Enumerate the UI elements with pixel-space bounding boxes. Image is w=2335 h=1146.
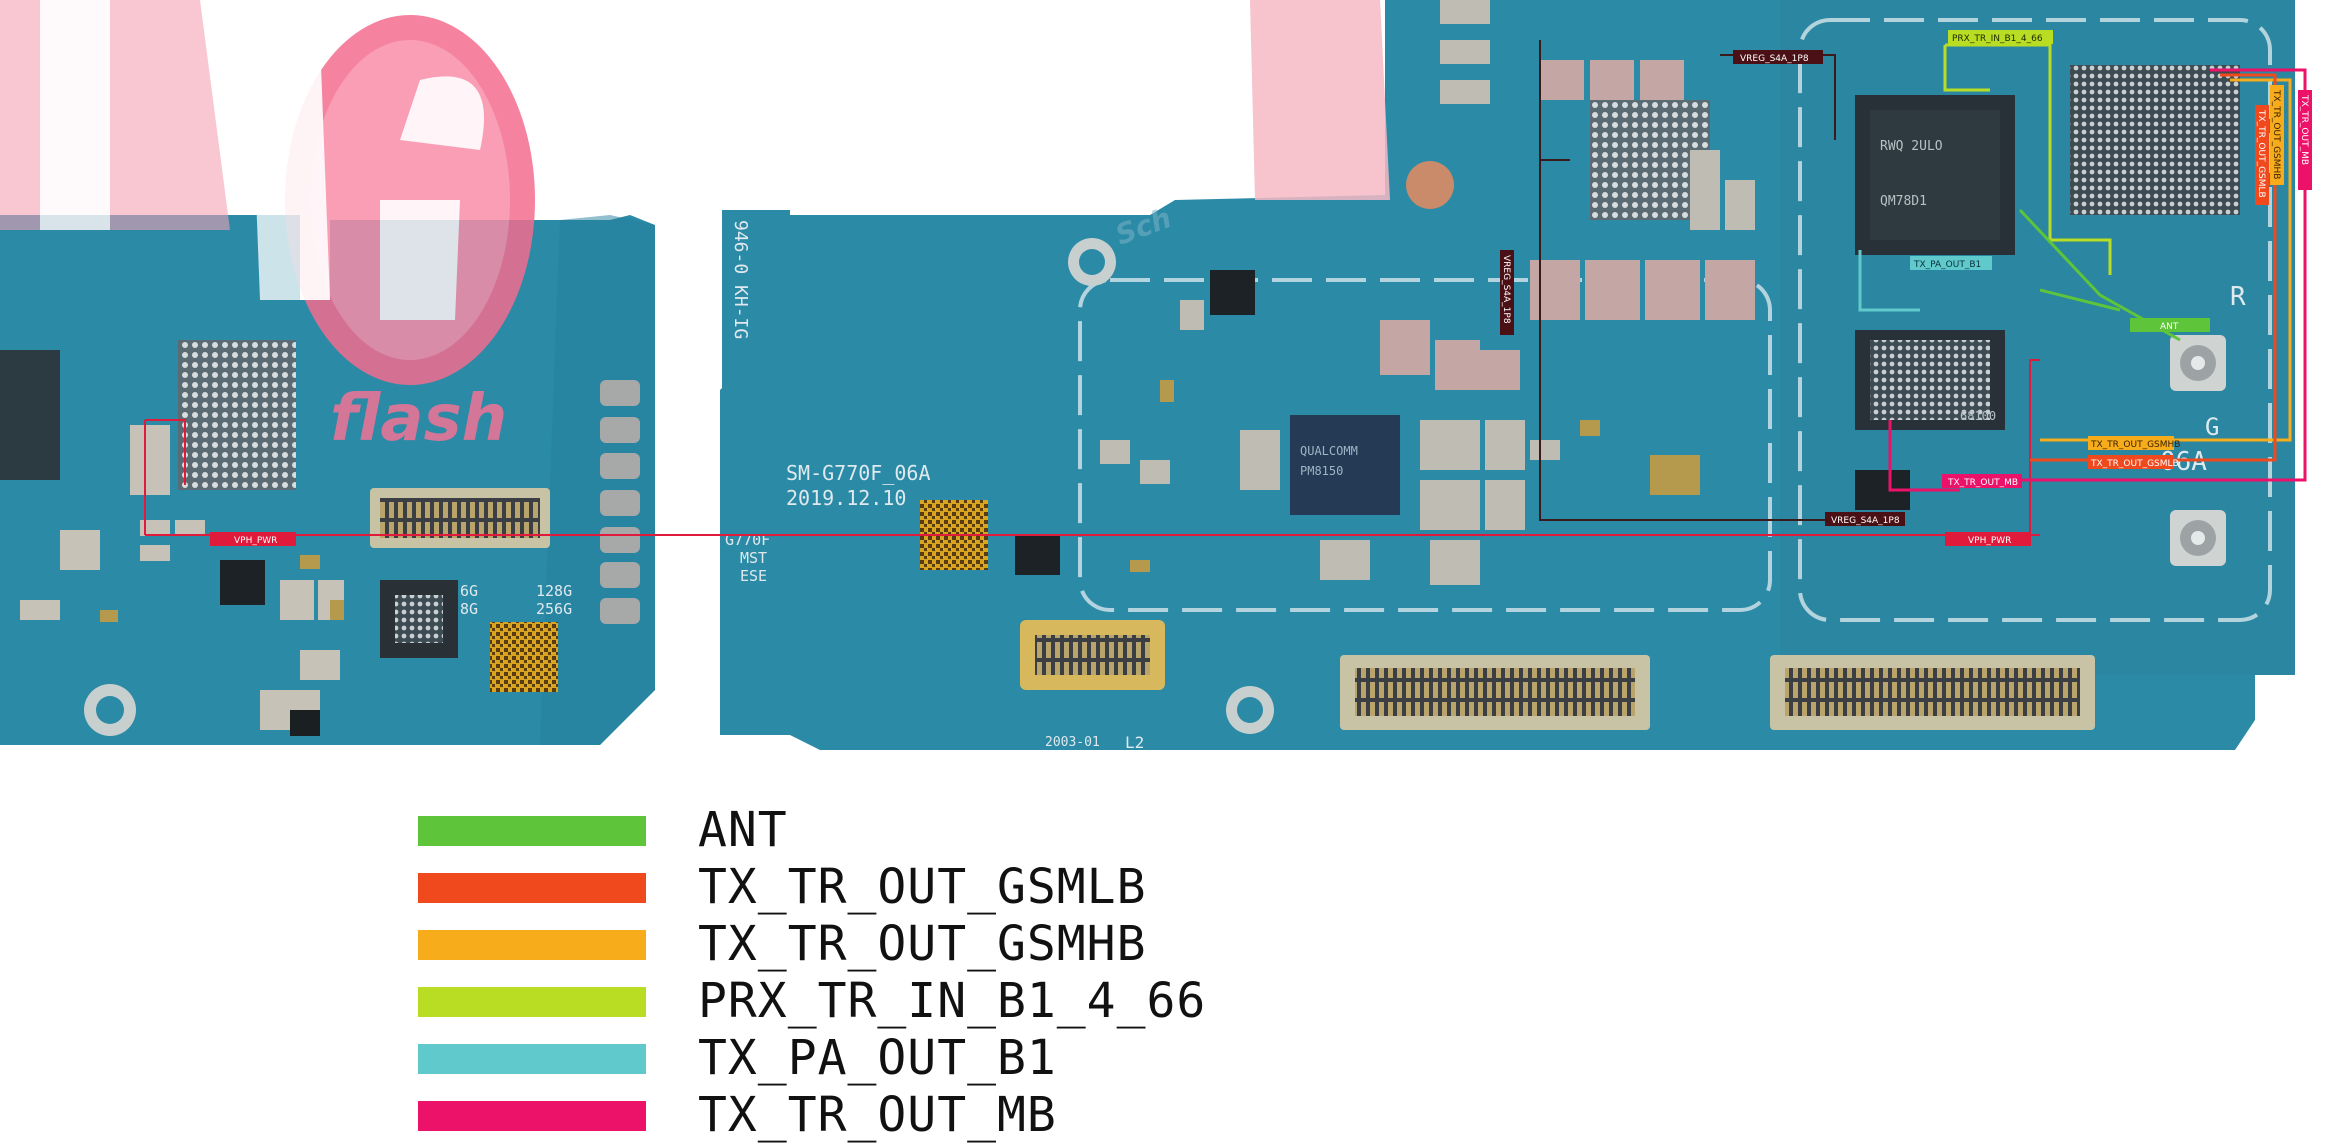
mem-mark-8g: 8G [460, 600, 478, 618]
main-board: QM78D1 RWQ 2ULO 68100 QUALCOMM PM8150 [720, 0, 2295, 752]
legend-label: TX_PA_OUT_B1 [698, 1030, 1057, 1086]
svg-text:TX_TR_OUT_MB: TX_TR_OUT_MB [1947, 478, 2018, 488]
svg-text:TX_TR_OUT_GSMLB: TX_TR_OUT_GSMLB [2256, 109, 2266, 198]
legend-item-tx-pa: TX_PA_OUT_B1 [418, 1030, 1318, 1086]
legend-label: TX_TR_OUT_GSMLB [698, 859, 1147, 915]
legend-swatch [418, 1044, 646, 1074]
svg-text:VREG_S4A_1P8: VREG_S4A_1P8 [1740, 54, 1809, 64]
svg-text:TX_PA_OUT_B1: TX_PA_OUT_B1 [1913, 260, 1981, 270]
mem-mark-6g: 6G [460, 582, 478, 600]
tag-vph-right: VPH_PWR [1945, 532, 2031, 546]
legend-item-gsmhb: TX_TR_OUT_GSMHB [418, 916, 1318, 972]
legend-label: ANT [698, 802, 788, 858]
left-qr-code [490, 622, 558, 692]
svg-text:TX_TR_OUT_GSMLB: TX_TR_OUT_GSMLB [2090, 459, 2179, 469]
legend-item-mb: TX_TR_OUT_MB [418, 1087, 1318, 1143]
tag-vertical-gsmhb: TX_TR_OUT_GSMHB [2270, 85, 2284, 185]
antenna-socket-upper [2170, 335, 2226, 391]
pcb-board-diagram: 6G 8G 128G 256G flash [0, 0, 2312, 752]
tag-tx-pa-out: TX_PA_OUT_B1 [1910, 256, 1992, 270]
legend-swatch [418, 1101, 646, 1131]
watermark-logo: flash [0, 0, 535, 456]
svg-text:PRX_TR_IN_B1_4_66: PRX_TR_IN_B1_4_66 [1952, 34, 2043, 44]
pmic-code: PM8150 [1300, 464, 1343, 478]
id-silk-g770f: G770F [725, 531, 770, 549]
rev-suffix-silk: L2 [1125, 733, 1144, 752]
tag-vertical-gsmlb: TX_TR_OUT_GSMLB [2255, 105, 2269, 205]
legend-swatch [418, 930, 646, 960]
watermark-flash-text: flash [330, 382, 507, 456]
left-bga-chip [178, 340, 296, 490]
tag-vertical-mb: TX_TR_OUT_MB [2298, 90, 2312, 190]
legend-label: TX_TR_OUT_MB [698, 1087, 1057, 1143]
svg-text:VPH_PWR: VPH_PWR [234, 536, 277, 546]
antenna-socket-lower [2170, 510, 2226, 566]
tag-mb: TX_TR_OUT_MB [1942, 474, 2022, 488]
svg-text:ANT: ANT [2160, 322, 2179, 332]
left-board: 6G 8G 128G 256G [0, 215, 655, 745]
legend-label: TX_TR_OUT_GSMHB [698, 916, 1147, 972]
signal-tags: VREG_S4A_1P8 VREG_S4A_1P8 PRX_TR_IN_B1_4… [210, 30, 2312, 546]
svg-text:VREG_S4A_1P8: VREG_S4A_1P8 [1831, 516, 1900, 526]
pmic-chip [1290, 415, 1400, 515]
svg-text:TX_TR_OUT_MB: TX_TR_OUT_MB [2299, 94, 2309, 165]
tag-ant: ANT [2130, 318, 2210, 332]
pmic-label: QUALCOMM [1300, 444, 1358, 458]
legend-item-ant: ANT [418, 802, 1318, 858]
tag-gsmlb: TX_TR_OUT_GSMLB [2088, 455, 2179, 469]
modem-chip-label: QM78D1 [1880, 194, 1927, 209]
right-bga-chip [2070, 65, 2240, 215]
tag-gsmhb: TX_TR_OUT_GSMHB [2088, 436, 2180, 450]
tag-vph-left: VPH_PWR [210, 532, 296, 546]
tag-prx: PRX_TR_IN_B1_4_66 [1948, 30, 2053, 44]
tag-vreg-bottom: VREG_S4A_1P8 [1825, 512, 1905, 526]
date-silk: 2019.12.10 [786, 486, 906, 510]
tag-vreg-vertical: VREG_S4A_1P8 [1500, 250, 1514, 335]
rev-silk: 2003-01 [1045, 735, 1100, 750]
vertical-code-silk: 946-0 KH-IG [730, 220, 751, 339]
mem-mark-256g: 256G [536, 600, 572, 618]
legend-swatch [418, 873, 646, 903]
corner-letter-g: G [2205, 413, 2219, 441]
legend-swatch [418, 816, 646, 846]
legend-label: PRX_TR_IN_B1_4_66 [698, 973, 1207, 1029]
svg-text:TX_TR_OUT_GSMHB: TX_TR_OUT_GSMHB [2271, 89, 2281, 179]
id-silk-mst: MST [740, 549, 767, 567]
model-silk: SM-G770F_06A [786, 461, 931, 485]
corner-letter-r: R [2230, 282, 2246, 312]
id-silk-ese: ESE [740, 567, 767, 585]
legend-item-gsmlb: TX_TR_OUT_GSMLB [418, 859, 1318, 915]
legend-swatch [418, 987, 646, 1017]
transceiver-label: 68100 [1960, 409, 1996, 423]
legend-item-prx: PRX_TR_IN_B1_4_66 [418, 973, 1318, 1029]
svg-text:VPH_PWR: VPH_PWR [1968, 536, 2011, 546]
mem-mark-128g: 128G [536, 582, 572, 600]
svg-text:VREG_S4A_1P8: VREG_S4A_1P8 [1501, 255, 1511, 324]
modem-chip-sublabel: RWQ 2ULO [1880, 139, 1943, 154]
tag-vreg-top: VREG_S4A_1P8 [1733, 50, 1823, 64]
svg-text:TX_TR_OUT_GSMHB: TX_TR_OUT_GSMHB [2090, 440, 2180, 450]
